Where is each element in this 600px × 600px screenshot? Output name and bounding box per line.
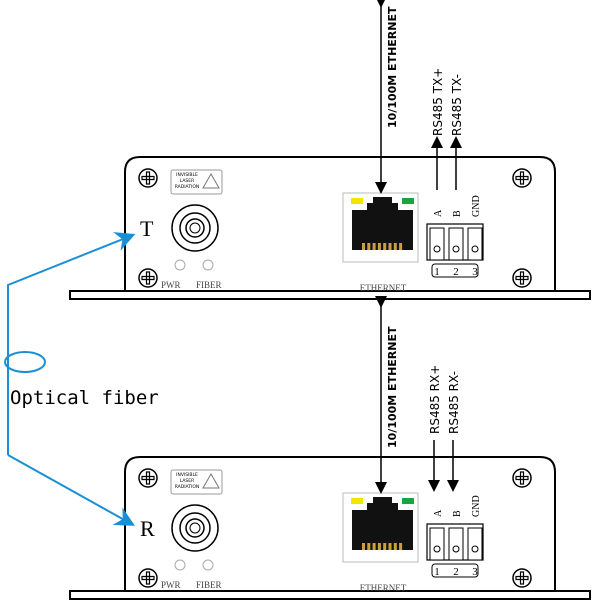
pwr-led	[174, 559, 186, 571]
laser-warning-text: RADIATION	[175, 484, 200, 490]
fiber-led	[202, 259, 214, 271]
fiber-led	[202, 559, 214, 571]
activity-led	[402, 498, 414, 504]
pwr-led	[174, 259, 186, 271]
optical-fiber: Optical fiber	[4, 232, 159, 526]
ethernet-port-label: ETHERNET	[360, 583, 407, 593]
terminal-signal-label: GND	[471, 195, 482, 217]
rs485-terminal-block[interactable]	[426, 223, 484, 261]
screw-icon	[512, 168, 532, 188]
fiber-led-label: FIBER	[196, 280, 222, 290]
terminal-number: 3	[472, 566, 478, 578]
optical-fiber-label: Optical fiber	[10, 387, 159, 409]
screw-icon	[138, 468, 158, 488]
screw-icon	[512, 268, 532, 288]
screw-icon	[138, 268, 158, 288]
laser-warning-icon	[202, 172, 220, 189]
rs485-minus-label: RS485 TX-	[450, 74, 464, 136]
fiber-connector[interactable]	[171, 504, 219, 552]
terminal-signal-label: B	[452, 210, 463, 217]
side-letter: R	[140, 516, 155, 541]
terminal-signal-label: A	[433, 209, 444, 217]
rs485-plus-label: RS485 TX+	[431, 68, 445, 136]
terminal-numbers-box	[431, 563, 479, 578]
laser-warning-text: LASER	[180, 178, 195, 184]
transmitter-arrows: 10/100M ETHERNET RS485 TX+ RS485 TX-	[375, 0, 464, 194]
laser-warning-text: INVISIBLE	[176, 172, 198, 178]
fiber-connector[interactable]	[171, 204, 219, 252]
pwr-label: PWR	[161, 280, 181, 290]
ethernet-port[interactable]	[342, 492, 419, 563]
ethernet-arrow-label: 10/100M ETHERNET	[386, 326, 399, 448]
rs485-plus-label: RS485 RX+	[428, 365, 442, 434]
fiber-highlight-ellipse	[4, 351, 46, 373]
screw-icon	[138, 168, 158, 188]
laser-warning-icon	[202, 472, 220, 489]
link-led	[351, 498, 363, 504]
mounting-plate	[69, 290, 591, 300]
fiber-line-to-transmitter	[7, 232, 136, 455]
terminal-signal-label: A	[433, 509, 444, 517]
terminal-numbers-box	[431, 263, 479, 278]
mounting-plate	[69, 590, 591, 600]
link-led	[351, 198, 363, 204]
laser-warning-text: INVISIBLE	[176, 472, 198, 478]
receiver-arrows: 10/100M ETHERNET RS485 RX+ RS485 RX-	[375, 296, 461, 494]
screw-icon	[138, 568, 158, 588]
ethernet-port[interactable]	[342, 192, 419, 263]
terminal-number: 1	[434, 266, 440, 278]
screw-icon	[512, 568, 532, 588]
side-letter: T	[140, 216, 154, 241]
rs485-minus-label: RS485 RX-	[447, 371, 461, 434]
ethernet-port-label: ETHERNET	[360, 283, 407, 293]
terminal-signal-label: GND	[471, 495, 482, 517]
ethernet-arrow-label: 10/100M ETHERNET	[386, 6, 399, 128]
laser-warning-text: RADIATION	[175, 184, 200, 190]
terminal-signal-label: B	[452, 510, 463, 517]
terminal-number: 2	[453, 266, 459, 278]
terminal-number: 2	[453, 566, 459, 578]
terminal-number: 1	[434, 566, 440, 578]
activity-led	[402, 198, 414, 204]
fiber-led-label: FIBER	[196, 580, 222, 590]
laser-warning-text: LASER	[180, 478, 195, 484]
pwr-label: PWR	[161, 580, 181, 590]
fiber-line-to-receiver	[7, 454, 135, 526]
rs485-terminal-block[interactable]	[426, 523, 484, 561]
terminal-number: 3	[472, 266, 478, 278]
screw-icon	[512, 468, 532, 488]
